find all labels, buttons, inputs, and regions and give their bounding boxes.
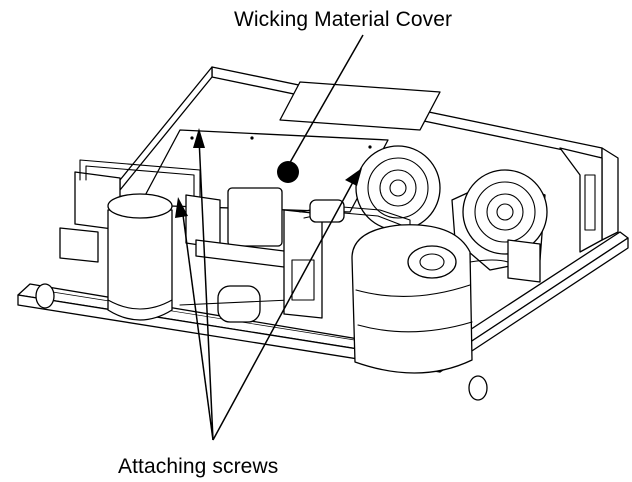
compressor-right — [351, 224, 541, 374]
leader-lines — [175, 34, 364, 441]
cover-marker-dot — [277, 161, 299, 183]
arrow-head-3 — [345, 168, 362, 186]
wicking-material-cover-label: Wicking Material Cover — [234, 8, 453, 31]
compressor-left — [107, 193, 173, 321]
blower-fan-left — [355, 145, 441, 231]
arrow-head-1 — [193, 128, 205, 148]
attaching-screws-label: Attaching screws — [118, 455, 279, 478]
control-components — [179, 187, 411, 323]
mounting-feet — [35, 283, 488, 401]
arrow-head-2 — [175, 197, 188, 218]
